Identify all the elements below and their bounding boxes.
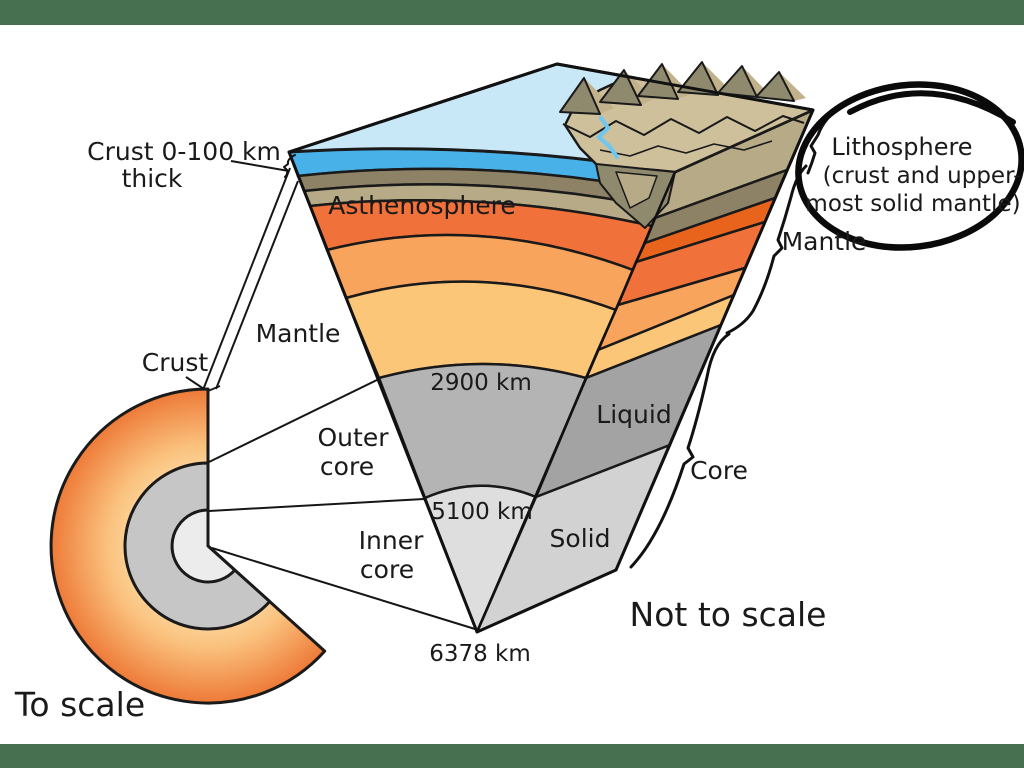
scale-inner-core-sector (170, 508, 237, 584)
mountain-foot-ridge (599, 140, 773, 157)
scale-crust-tick (207, 385, 221, 392)
label-mantle-right: Mantle (782, 227, 867, 256)
wedge-front-edge (475, 171, 677, 633)
label-not-to-scale: Not to scale (630, 595, 827, 634)
label-depth-6378: 6378 km (429, 641, 531, 667)
wedge-top-face (287, 61, 815, 229)
top-letterbox-bar (0, 0, 1024, 25)
label-asthenosphere: Asthenosphere (328, 191, 516, 220)
lithosphere-circle (795, 81, 1024, 251)
connector-lines (185, 160, 476, 630)
label-depth-2900: 2900 km (430, 370, 532, 396)
label-to-scale: To scale (14, 685, 145, 724)
label-lithosphere-line1: Lithosphere (831, 133, 972, 161)
mountain-front-ridge (562, 115, 805, 138)
connector-crust-fan-1 (202, 167, 291, 391)
lithosphere-circle-overshoot (847, 90, 1016, 125)
label-crust-scale: Crust (142, 348, 209, 377)
river (596, 116, 619, 159)
wedge-right-face (475, 108, 815, 634)
label-crust-thickness-line1: Crust 0-100 km (87, 137, 281, 166)
label-outer-core-line2: core (320, 452, 374, 481)
mountain-shadow-faces (559, 61, 795, 115)
label-depth-5100: 5100 km (431, 499, 533, 525)
label-lithosphere-line3: most solid mantle) (805, 191, 1020, 217)
connector-center-apex (211, 547, 476, 630)
wedge-outline (287, 62, 815, 634)
label-crust-thickness-line2: thick (122, 164, 183, 193)
label-liquid: Liquid (596, 400, 671, 429)
mountain-root-inner (615, 171, 658, 209)
connector-crust-scale-pointer (185, 376, 205, 390)
label-inner-core-line2: core (360, 555, 414, 584)
label-mantle-left: Mantle (256, 319, 341, 348)
crust-thickness-brace (283, 154, 296, 178)
core-brace (629, 332, 731, 569)
bottom-letterbox-bar (0, 744, 1024, 768)
connector-crust-callout (230, 160, 290, 172)
lithosphere-circle-ellipse (795, 81, 1024, 251)
to-scale-diagram (49, 385, 327, 705)
connector-crust-fan-2 (215, 180, 299, 390)
label-lithosphere-line2: (crust and upper- (823, 163, 1022, 189)
label-solid: Solid (550, 524, 611, 553)
wedge-left-face (287, 147, 677, 634)
mantle-brace (725, 164, 808, 335)
label-inner-core-line1: Inner (359, 526, 424, 555)
label-core-right: Core (690, 456, 748, 485)
connector-outer-core-top (208, 378, 380, 463)
label-outer-core-line1: Outer (318, 423, 390, 452)
connector-inner-core-top (208, 498, 425, 512)
